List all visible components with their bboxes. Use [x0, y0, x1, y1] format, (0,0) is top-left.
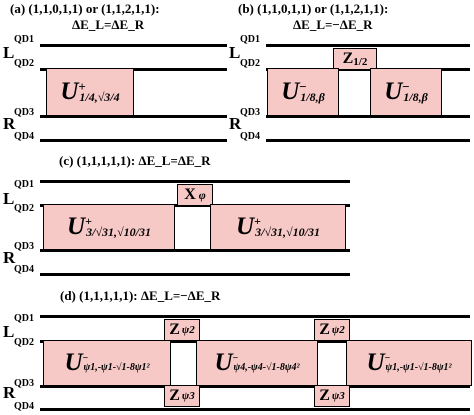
panel-d-qd1-line [40, 315, 470, 318]
panel-b-qd1-label: QD1 [240, 34, 260, 45]
panel-c-x-op: X [184, 186, 196, 203]
panel-d-u2-sign: − [232, 353, 239, 364]
panel-d-zt2-op: Z [319, 321, 330, 338]
panel-b-title: (b) (1,1,0,1,1) or (1,1,2,1,1): [238, 1, 389, 16]
panel-b-u-minus-box-2: U−1/8,β [370, 68, 442, 116]
panel-d-u2-op: U [214, 349, 233, 376]
panel-b-u1-sub: 1/8,β [300, 90, 325, 105]
panel-c-qd2-label: QD2 [14, 203, 34, 214]
panel-d-u-minus-box-2: U−ψ4,-ψ4-√1-8ψ4² [196, 340, 318, 386]
panel-b-qd3-label: QD3 [240, 107, 260, 118]
panel-a-u-op: U [60, 78, 79, 105]
panel-b-u1-op: U [281, 78, 300, 105]
panel-d-qd3-line [40, 385, 470, 388]
panel-b-u1-sign: − [299, 78, 307, 94]
panel-d-u3-sign: − [384, 353, 391, 364]
panel-a-rail-r: R [3, 114, 16, 133]
panel-b-z-sub: 1/2 [353, 56, 368, 68]
panel-b-rail-r: R [229, 114, 242, 133]
panel-d-u3-op: U [366, 349, 385, 376]
panel-c-qd3-label: QD3 [14, 241, 34, 252]
panel-a-qd1-line [40, 44, 227, 47]
panel-a-qd2-label: QD2 [14, 58, 34, 69]
panel-b-u2-sub: 1/8,β [403, 90, 428, 105]
panel-c-title: (c) (1,1,1,1,1): ΔE_L=ΔE_R [59, 153, 211, 168]
panel-d-u-minus-box-1: U−ψ1,-ψ1-√1-8ψ1² [43, 340, 171, 386]
panel-d-u-minus-box-3: U−ψ1,-ψ1-√1-8ψ1² [346, 340, 472, 386]
panel-d-title: (d) (1,1,1,1,1): ΔE_L=−ΔE_R [60, 288, 221, 303]
panel-d-qd1-label: QD1 [14, 313, 34, 324]
panel-c-qd1-line [40, 180, 350, 183]
panel-d-rail-l: L [3, 322, 15, 341]
panel-c-u-plus-box-2: U+3/√31,√10/31 [210, 204, 346, 250]
panel-a-qd4-line [40, 139, 227, 142]
panel-c-u-plus-box-1: U+3/√31,√10/31 [43, 204, 175, 250]
panel-a-u-plus-box: U+1/4,√3/4 [46, 68, 134, 116]
panel-c-qd4-line [40, 273, 350, 276]
panel-c-rail-l: L [3, 189, 15, 208]
panel-c-x-sub: φ [198, 187, 206, 202]
panel-b-qd2-label: QD2 [240, 58, 260, 69]
panel-a-subtitle: ΔE_L=ΔE_R [72, 17, 145, 32]
panel-c-qd4-label: QD4 [14, 264, 34, 275]
panel-d-zt1-sub: ψ2 [181, 324, 195, 336]
panel-d-u1-op: U [64, 349, 83, 376]
panel-d-zb1-op: Z [169, 387, 180, 404]
panel-b-qd3-line [266, 115, 470, 118]
panel-a-title: (a) (1,1,0,1,1) or (1,1,2,1,1): [10, 1, 160, 16]
panel-a-u-sign: + [78, 78, 86, 94]
panel-d-qd4-line [40, 408, 470, 411]
panel-a-rail-l: L [3, 43, 15, 62]
panel-d-qd2-label: QD2 [14, 337, 34, 348]
panel-b-u2-op: U [384, 78, 403, 105]
panel-a-qd3-line [40, 115, 227, 118]
panel-d-u2-sub: ψ4,-ψ4-√1-8ψ4² [233, 362, 300, 373]
panel-d-qd3-label: QD3 [14, 378, 34, 389]
panel-b-qd1-line [266, 44, 470, 47]
panel-c-qd1-label: QD1 [14, 179, 34, 190]
panel-d-zt2-sub: ψ2 [331, 324, 345, 336]
panel-d-zb1-sub: ψ3 [181, 390, 195, 402]
panel-d-zb2-op: Z [319, 387, 330, 404]
panel-d-zt1-op: Z [169, 321, 180, 338]
panel-c-u2-sign: + [254, 214, 261, 229]
panel-c-u1-sign: + [85, 214, 92, 229]
panel-c-u2-sub: 3/√31,√10/31 [255, 225, 320, 239]
panel-d-u1-sub: ψ1,-ψ1-√1-8ψ1² [83, 362, 150, 373]
panel-d-u1-sign: − [82, 353, 89, 364]
panel-a-qd4-label: QD4 [14, 131, 34, 142]
panel-c-rail-r: R [3, 248, 16, 267]
panel-b-subtitle: ΔE_L=−ΔE_R [293, 17, 373, 32]
panel-a-qd3-label: QD3 [14, 107, 34, 118]
panel-d-zb2-sub: ψ3 [331, 390, 345, 402]
panel-b-z-op: Z [342, 50, 354, 67]
panel-b-u-minus-box-1: U−1/8,β [267, 68, 339, 116]
panel-b-rail-l: L [229, 43, 241, 62]
panel-d-rail-r: R [3, 383, 16, 402]
panel-d-u3-sub: ψ1,-ψ1-√1-8ψ1² [385, 362, 452, 373]
panel-c-u2-op: U [236, 213, 255, 240]
panel-b-qd4-label: QD4 [240, 131, 260, 142]
panel-c-u1-op: U [67, 213, 86, 240]
panel-b-u2-sign: − [402, 78, 410, 94]
panel-c-u1-sub: 3/√31,√10/31 [86, 225, 151, 239]
panel-a-u-sub: 1/4,√3/4 [79, 90, 120, 105]
panel-a-qd1-label: QD1 [14, 34, 34, 45]
panel-b-qd4-line [266, 139, 470, 142]
panel-c-qd3-line [40, 249, 350, 252]
panel-d-qd4-label: QD4 [14, 401, 34, 412]
